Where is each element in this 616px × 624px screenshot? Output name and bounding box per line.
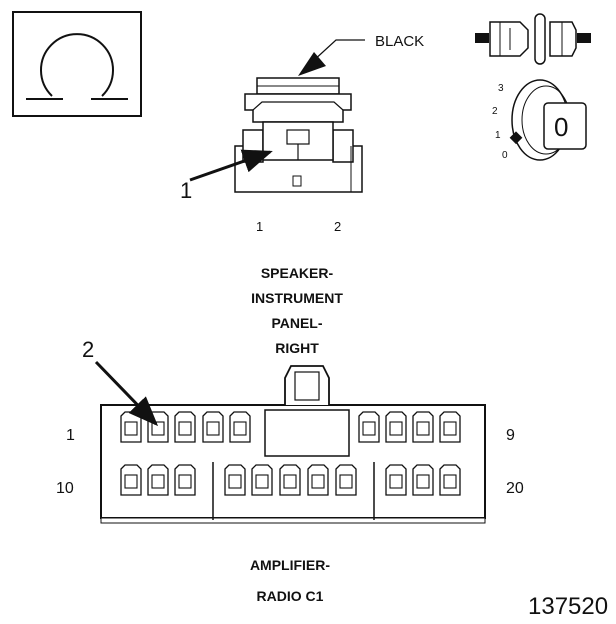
callout-1: 1 bbox=[180, 178, 192, 203]
terminal-cavity bbox=[147, 464, 169, 496]
black-leader-line bbox=[311, 39, 365, 63]
key-position-3: 3 bbox=[498, 83, 504, 94]
terminal-cavity bbox=[412, 464, 434, 496]
row-1-right-label: 9 bbox=[506, 427, 515, 444]
terminal-cavity bbox=[412, 411, 434, 443]
terminal-cavity bbox=[229, 411, 251, 443]
terminal-cavity bbox=[147, 411, 169, 443]
top-connector-drawing bbox=[234, 77, 363, 193]
terminal-cavity bbox=[120, 464, 142, 496]
terminal-cavity bbox=[279, 464, 301, 496]
top-pin-label-2: 2 bbox=[334, 219, 341, 234]
inline-connector-icon bbox=[475, 13, 591, 65]
callout-2: 2 bbox=[82, 337, 94, 362]
speaker-name-line-2: INSTRUMENT bbox=[251, 290, 343, 306]
row-2-left-label: 10 bbox=[56, 480, 74, 497]
key-digit: 0 bbox=[554, 112, 568, 142]
terminal-cavity bbox=[335, 464, 357, 496]
speaker-name-line-1: SPEAKER- bbox=[261, 265, 334, 281]
terminal-cavity bbox=[202, 411, 224, 443]
ignition-key-icon: 3 2 1 0 0 bbox=[492, 79, 587, 161]
terminal-cavity bbox=[224, 464, 246, 496]
amplifier-name-line-1: AMPLIFIER- bbox=[250, 557, 330, 573]
figure-number: 137520 bbox=[528, 593, 608, 620]
connector-color-label: BLACK bbox=[375, 33, 424, 50]
row-1-left-label: 1 bbox=[66, 427, 75, 444]
terminal-cavity bbox=[174, 464, 196, 496]
black-arrow-icon bbox=[298, 52, 326, 76]
amplifier-connector-drawing bbox=[100, 365, 486, 524]
key-position-2: 2 bbox=[492, 106, 498, 117]
top-pin-label-1: 1 bbox=[256, 219, 263, 234]
key-position-1: 1 bbox=[495, 130, 501, 141]
terminal-cavity bbox=[439, 464, 461, 496]
terminal-cavity bbox=[439, 411, 461, 443]
pin-rows bbox=[120, 411, 461, 496]
terminal-cavity bbox=[120, 411, 142, 443]
row-2-right-label: 20 bbox=[506, 480, 524, 497]
key-position-0: 0 bbox=[502, 150, 508, 161]
terminal-cavity bbox=[385, 411, 407, 443]
terminal-cavity bbox=[251, 464, 273, 496]
omega-symbol-icon bbox=[12, 11, 142, 117]
amplifier-name-line-2: RADIO C1 bbox=[257, 588, 324, 604]
callout-1-arrow bbox=[189, 149, 273, 182]
callout-2-arrow bbox=[94, 360, 159, 427]
terminal-cavity bbox=[174, 411, 196, 443]
speaker-name-line-4: RIGHT bbox=[275, 340, 319, 356]
speaker-name-line-3: PANEL- bbox=[271, 315, 322, 331]
terminal-cavity bbox=[385, 464, 407, 496]
terminal-cavity bbox=[358, 411, 380, 443]
terminal-cavity bbox=[307, 464, 329, 496]
